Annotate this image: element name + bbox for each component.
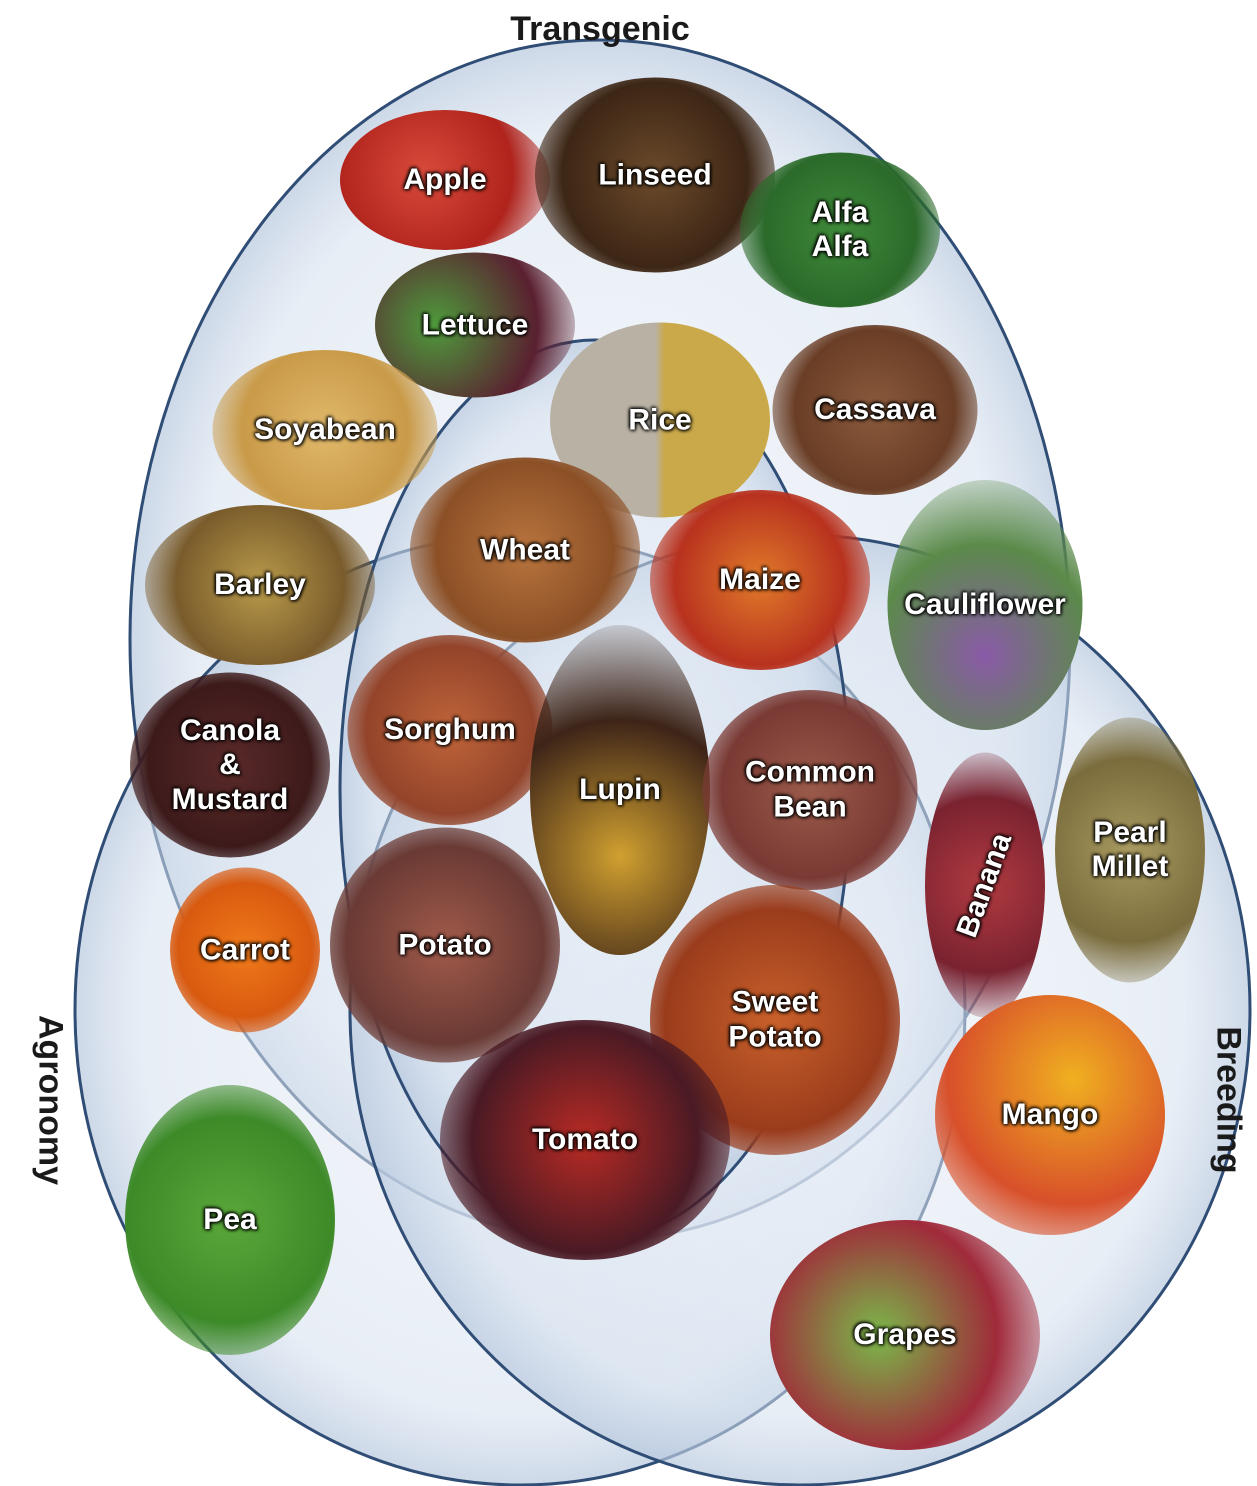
barley-label: Barley: [214, 568, 306, 603]
linseed-label: Linseed: [598, 158, 711, 193]
lupin-crop: Lupin: [530, 625, 710, 955]
wheat-crop: Wheat: [410, 458, 640, 643]
pearl-millet-label: Pearl Millet: [1092, 816, 1169, 885]
canola-mustard-crop: Canola & Mustard: [130, 673, 330, 858]
sorghum-label: Sorghum: [384, 713, 516, 748]
alfa-alfa-label: Alfa Alfa: [790, 196, 890, 265]
agronomy-title: Agronomy: [31, 1015, 70, 1185]
cassava-label: Cassava: [814, 393, 936, 428]
alfa-alfa-crop: Alfa Alfa: [740, 153, 940, 308]
pea-label: Pea: [203, 1203, 256, 1238]
rice-label: Rice: [628, 403, 691, 438]
banana-crop: Banana: [925, 753, 1045, 1018]
lettuce-label: Lettuce: [422, 308, 529, 343]
maize-label: Maize: [719, 563, 801, 598]
maize-crop: Maize: [650, 490, 870, 670]
soyabean-label: Soyabean: [254, 413, 396, 448]
cassava-crop: Cassava: [773, 325, 978, 495]
apple-label: Apple: [403, 163, 486, 198]
soyabean-crop: Soyabean: [213, 350, 438, 510]
wheat-label: Wheat: [480, 533, 570, 568]
tomato-crop: Tomato: [440, 1020, 730, 1260]
potato-crop: Potato: [330, 828, 560, 1063]
grapes-crop: Grapes: [770, 1220, 1040, 1450]
potato-label: Potato: [398, 928, 491, 963]
tomato-label: Tomato: [532, 1123, 638, 1158]
mango-label: Mango: [1002, 1098, 1099, 1133]
sorghum-crop: Sorghum: [348, 635, 553, 825]
grapes-label: Grapes: [853, 1318, 956, 1353]
pearl-millet-crop: Pearl Millet: [1055, 718, 1205, 983]
sweet-potato-label: Sweet Potato: [713, 986, 838, 1055]
cauliflower-crop: Cauliflower: [888, 480, 1083, 730]
mango-crop: Mango: [935, 995, 1165, 1235]
lupin-label: Lupin: [579, 773, 661, 808]
pea-crop: Pea: [125, 1085, 335, 1355]
common-bean-label: Common Bean: [745, 756, 875, 825]
canola-mustard-label: Canola & Mustard: [172, 713, 289, 817]
breeding-title: Breeding: [1209, 1026, 1248, 1173]
apple-crop: Apple: [340, 110, 550, 250]
cauliflower-label: Cauliflower: [904, 588, 1066, 623]
carrot-label: Carrot: [200, 933, 290, 968]
linseed-crop: Linseed: [535, 78, 775, 273]
barley-crop: Barley: [145, 505, 375, 665]
carrot-crop: Carrot: [170, 868, 320, 1033]
banana-label: Banana: [950, 828, 1019, 942]
transgenic-title: Transgenic: [0, 10, 1200, 49]
common-bean-crop: Common Bean: [703, 690, 918, 890]
